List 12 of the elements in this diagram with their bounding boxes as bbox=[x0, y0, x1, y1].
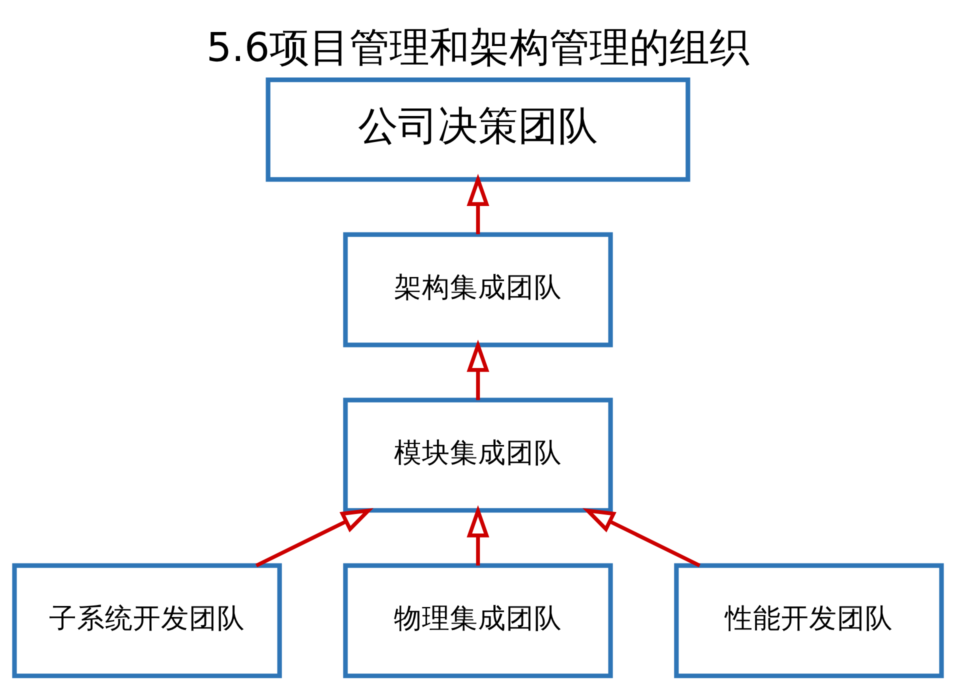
node-box: 模块集成团队 bbox=[343, 397, 613, 512]
node-box: 架构集成团队 bbox=[343, 232, 613, 347]
arrow bbox=[255, 508, 374, 567]
node-box: 公司决策团队 bbox=[266, 77, 690, 182]
node-box: 性能开发团队 bbox=[674, 562, 944, 678]
arrow bbox=[466, 339, 490, 400]
diagram-title: 5.6项目管理和架构管理的组织 bbox=[206, 24, 750, 71]
arrow bbox=[466, 504, 490, 566]
arrow bbox=[582, 508, 701, 567]
node-box: 子系统开发团队 bbox=[12, 562, 282, 678]
node-box: 物理集成团队 bbox=[343, 562, 613, 678]
arrow bbox=[466, 173, 490, 234]
